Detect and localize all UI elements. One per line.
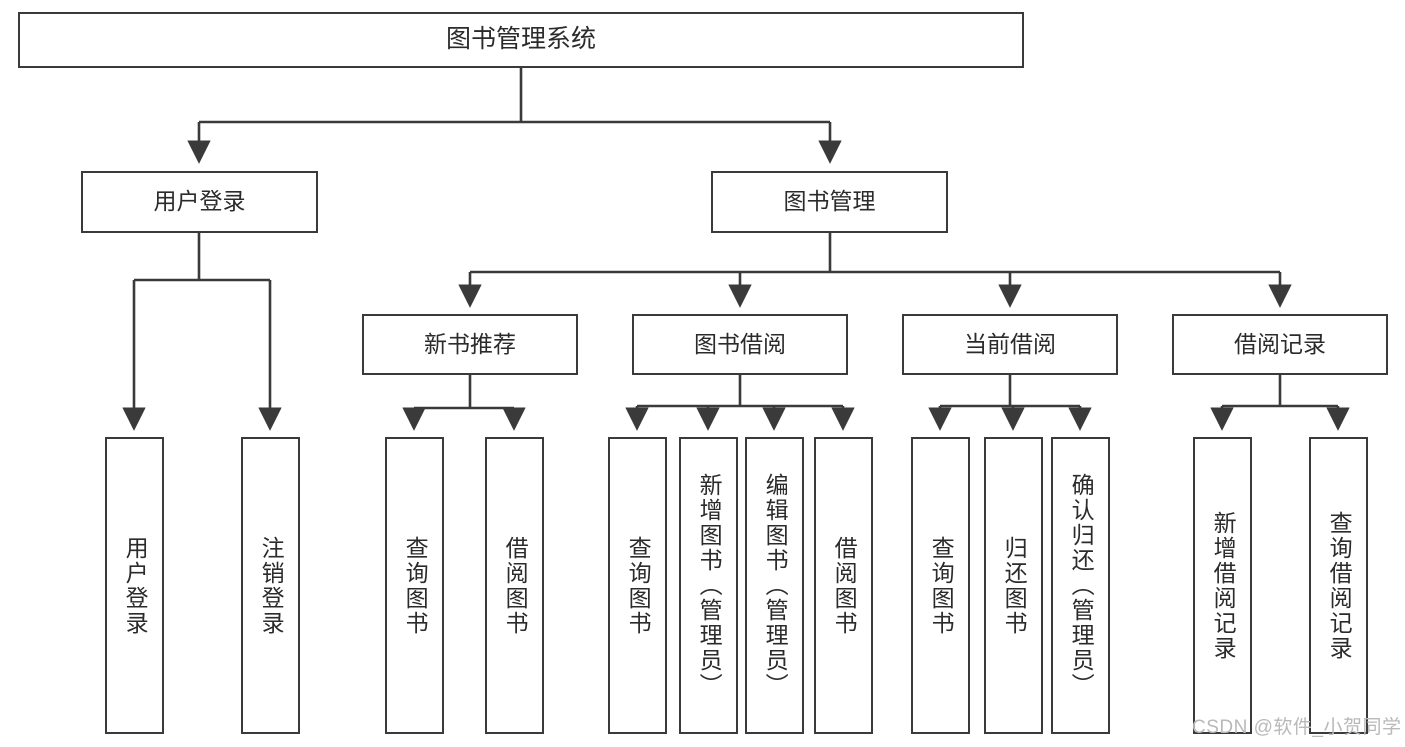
- node-leaf-query-book-2-label: 查询图书: [625, 535, 652, 636]
- node-leaf-edit-book[interactable]: 编辑图书（管理员）: [745, 437, 804, 734]
- node-leaf-add-record-label: 新增借阅记录: [1210, 510, 1237, 661]
- node-leaf-user-login-label: 用户登录: [122, 535, 149, 636]
- node-borrow-record[interactable]: 借阅记录: [1172, 314, 1388, 375]
- node-leaf-query-book-2[interactable]: 查询图书: [608, 437, 667, 734]
- node-current-borrow[interactable]: 当前借阅: [902, 314, 1118, 375]
- node-leaf-query-record[interactable]: 查询借阅记录: [1309, 437, 1368, 734]
- node-book-borrow[interactable]: 图书借阅: [632, 314, 848, 375]
- node-leaf-logout[interactable]: 注销登录: [241, 437, 300, 734]
- node-book-manage[interactable]: 图书管理: [711, 171, 948, 233]
- node-leaf-add-book[interactable]: 新增图书（管理员）: [679, 437, 738, 734]
- node-book-manage-label: 图书管理: [783, 188, 876, 215]
- node-new-book-recommend[interactable]: 新书推荐: [362, 314, 578, 375]
- node-leaf-borrow-book-2-label: 借阅图书: [831, 535, 858, 636]
- node-root-label: 图书管理系统: [445, 25, 596, 54]
- node-user-login-label: 用户登录: [153, 188, 246, 215]
- node-leaf-add-record[interactable]: 新增借阅记录: [1193, 437, 1252, 734]
- node-leaf-logout-label: 注销登录: [258, 535, 285, 636]
- node-leaf-query-book-3[interactable]: 查询图书: [911, 437, 970, 734]
- node-new-book-recommend-label: 新书推荐: [424, 330, 516, 357]
- node-leaf-add-book-label: 新增图书（管理员）: [696, 473, 723, 698]
- node-leaf-query-book-1[interactable]: 查询图书: [385, 437, 444, 734]
- node-leaf-query-record-label: 查询借阅记录: [1326, 510, 1353, 661]
- node-leaf-edit-book-label: 编辑图书（管理员）: [762, 473, 789, 698]
- node-borrow-record-label: 借阅记录: [1234, 330, 1326, 357]
- node-leaf-confirm-return[interactable]: 确认归还（管理员）: [1051, 437, 1110, 734]
- node-leaf-query-book-3-label: 查询图书: [928, 535, 955, 636]
- node-root[interactable]: 图书管理系统: [18, 12, 1024, 68]
- node-leaf-confirm-return-label: 确认归还（管理员）: [1068, 473, 1095, 698]
- node-user-login[interactable]: 用户登录: [81, 171, 318, 233]
- node-leaf-borrow-book-1[interactable]: 借阅图书: [485, 437, 544, 734]
- node-leaf-user-login[interactable]: 用户登录: [105, 437, 164, 734]
- node-leaf-borrow-book-2[interactable]: 借阅图书: [814, 437, 873, 734]
- csdn-watermark: CSDN @软件_小贺同学: [1192, 717, 1402, 738]
- node-leaf-query-book-1-label: 查询图书: [402, 535, 429, 636]
- node-current-borrow-label: 当前借阅: [964, 330, 1056, 357]
- node-leaf-borrow-book-1-label: 借阅图书: [502, 535, 529, 636]
- node-book-borrow-label: 图书借阅: [694, 330, 786, 357]
- node-leaf-return-book-label: 归还图书: [1001, 535, 1028, 636]
- node-leaf-return-book[interactable]: 归还图书: [984, 437, 1043, 734]
